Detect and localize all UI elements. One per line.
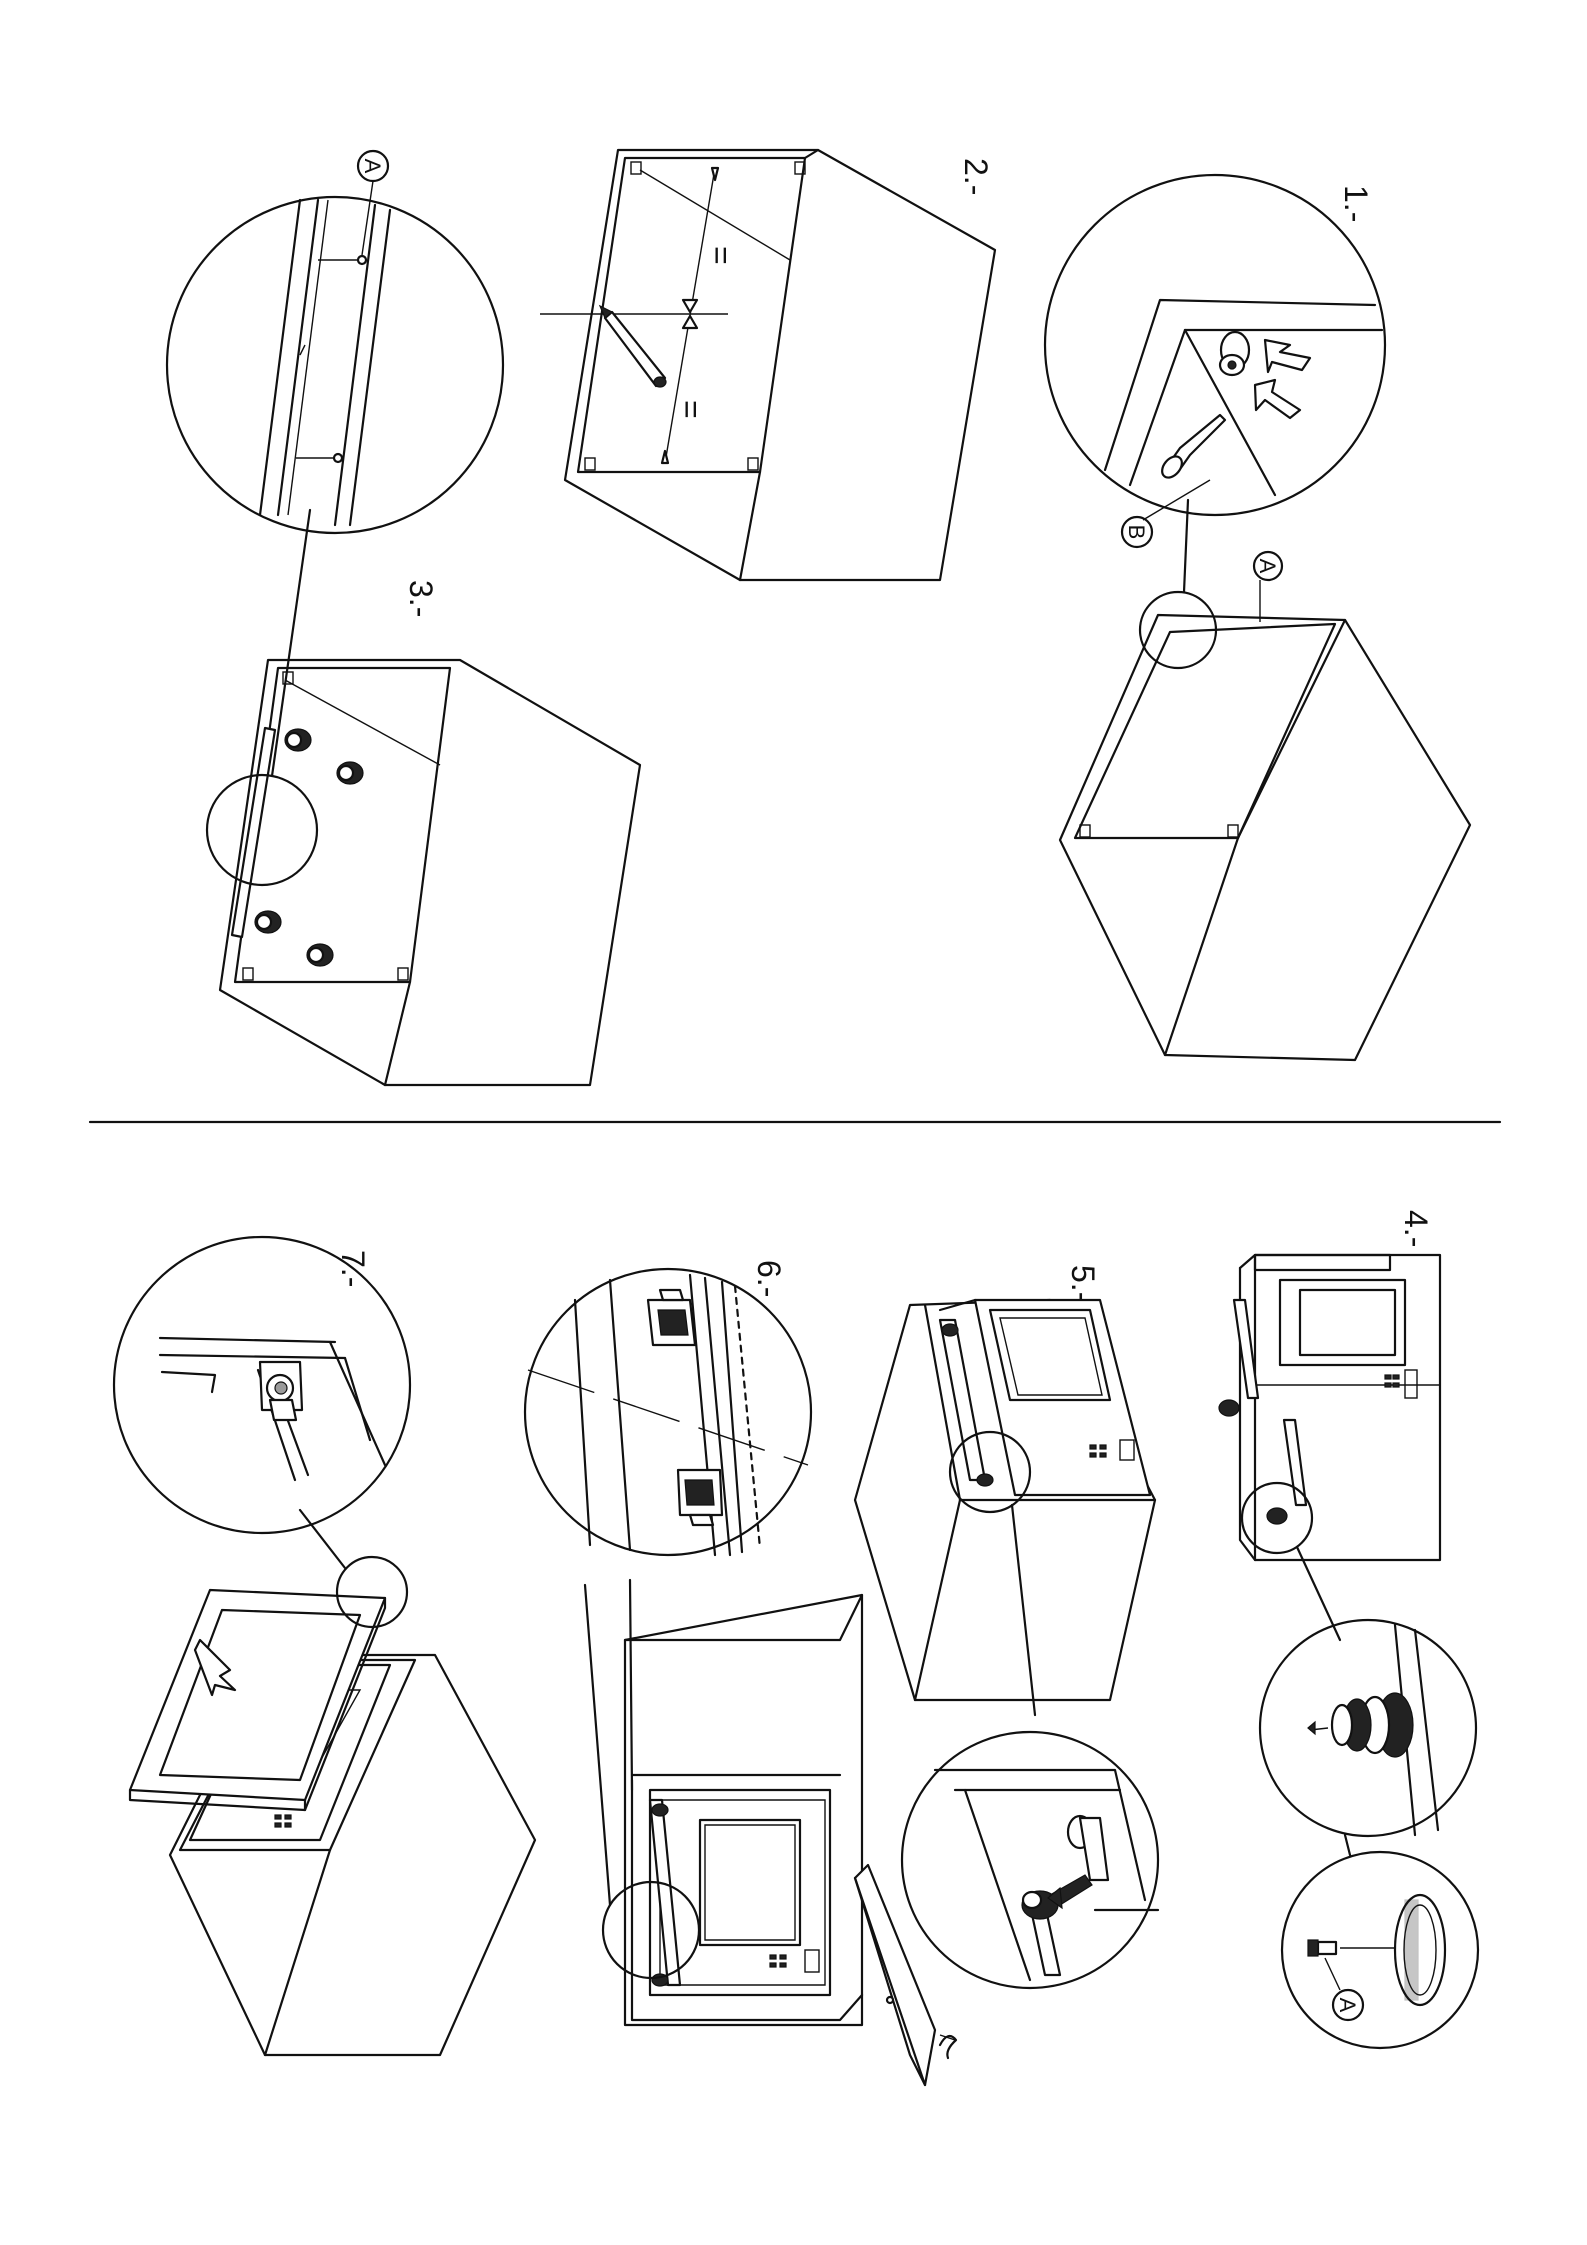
step-2-label: 2.-	[958, 158, 994, 195]
callout-b: B	[1124, 525, 1149, 540]
cabinet-3	[220, 660, 640, 1085]
step-4-figure: A 4.-	[1219, 1210, 1478, 2048]
step-5-figure: 5.-	[855, 1265, 1158, 1988]
step-3-detail-circle	[167, 197, 503, 533]
step-1-label: 1.-	[1338, 185, 1374, 222]
step-7-figure: 7.-	[114, 1237, 535, 2055]
step-3-label: 3.-	[403, 580, 439, 617]
hinge-upper	[648, 1290, 695, 1345]
step-6-figure: 6.-	[525, 1260, 956, 2085]
step-4-label: 4.-	[1398, 1210, 1434, 1247]
callout-a-1: A	[1255, 559, 1280, 574]
step-5-label: 5.-	[1065, 1265, 1101, 1302]
cabinet-2	[565, 150, 995, 580]
callout-a-3: A	[360, 159, 385, 174]
hinge-lower	[678, 1470, 722, 1525]
step-2-equal-bottom: =	[673, 400, 709, 419]
step-6-label: 6.-	[751, 1260, 787, 1297]
feet	[255, 729, 363, 966]
step-3-figure: A 3.-	[167, 151, 640, 1085]
step-2-figure: = = 2.-	[540, 150, 995, 580]
step-1-figure: B A 1.-	[1045, 175, 1470, 1060]
step-7-label: 7.-	[335, 1250, 371, 1287]
step-2-equal-top: =	[703, 246, 739, 265]
step-1-detail-circle	[1045, 175, 1385, 515]
callout-a-4: A	[1335, 1998, 1360, 2013]
